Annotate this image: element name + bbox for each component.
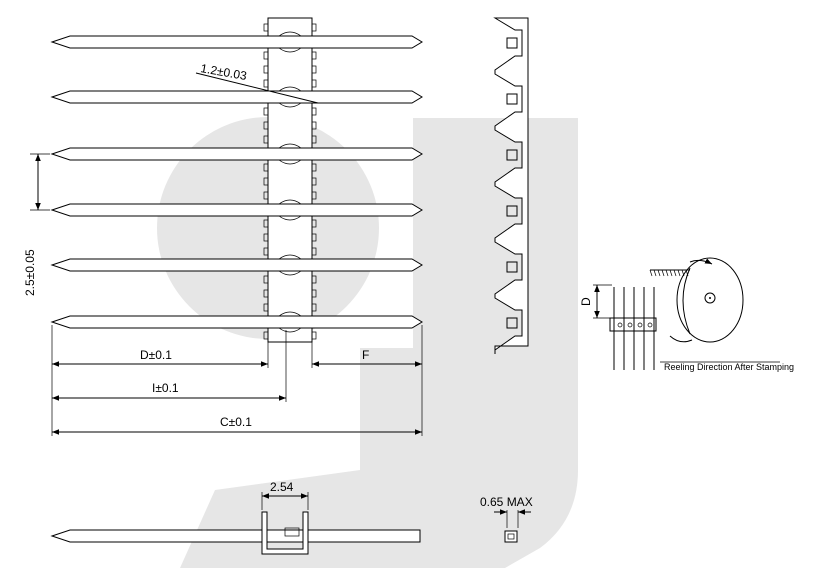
dimension-i-label: I±0.1 [152, 381, 179, 395]
u-width-label: 2.54 [270, 480, 294, 494]
pins [50, 31, 423, 333]
pin [50, 254, 423, 276]
profile-hole [506, 317, 518, 329]
pin [50, 86, 423, 108]
profile-hole [506, 37, 518, 49]
pin [50, 31, 423, 53]
wire-diameter-leader [195, 72, 319, 104]
reeling-direction-note: Reeling Direction After Stamping [664, 362, 794, 372]
length-dimensions [51, 325, 423, 436]
profile-hole [506, 205, 518, 217]
pin [50, 143, 423, 165]
strip-side-profile [493, 17, 529, 354]
profile-hole [506, 261, 518, 273]
pin [50, 199, 423, 221]
profile-hole [506, 149, 518, 161]
pitch-label: 2.5±0.05 [23, 249, 37, 296]
pin [50, 311, 423, 333]
dimension-f-label: F [362, 348, 369, 362]
u-profile-view [50, 492, 421, 555]
bottom-pin [50, 529, 421, 543]
max-thickness-label: 0.65 MAX [480, 495, 533, 509]
dimension-c-label: C±0.1 [220, 415, 252, 429]
pin-strip-top-view [50, 17, 423, 343]
connector-d-label: D [579, 297, 593, 306]
carrier-strip [263, 17, 317, 343]
reel-view [649, 257, 780, 363]
profile-hole [506, 93, 518, 105]
max-thickness-view [494, 509, 531, 543]
dimension-d-label: D±0.1 [140, 348, 172, 362]
reel-feed-strip [649, 269, 690, 277]
connector-view [593, 284, 657, 370]
pitch-dimension [30, 153, 50, 211]
